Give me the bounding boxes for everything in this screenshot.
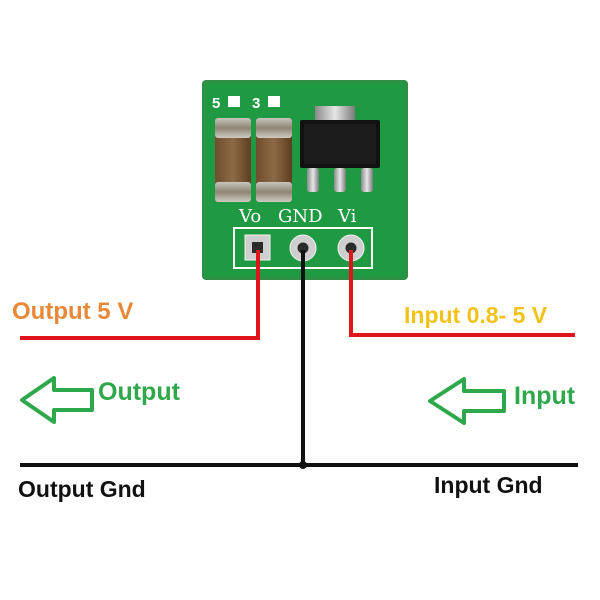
- pin-label-vi: Vi: [337, 206, 357, 227]
- input-gnd-label: Input Gnd: [434, 472, 543, 498]
- pcb-board: 5 3 Vo GND Vi: [202, 80, 408, 280]
- input-arrow-icon: [428, 377, 506, 425]
- output-voltage-label: Output 5 V: [12, 298, 134, 325]
- output-wire: [20, 250, 260, 340]
- pin-label-vo: Vo: [238, 206, 261, 227]
- output-gnd-label: Output Gnd: [18, 476, 146, 502]
- ground-junction: [299, 461, 307, 469]
- silkscreen-mark-5: 5: [212, 95, 220, 112]
- silkscreen-mark-3: 3: [252, 95, 260, 112]
- output-direction-label: Output: [98, 378, 180, 406]
- pad-gnd: [289, 234, 317, 262]
- input-direction-label: Input: [514, 382, 576, 410]
- input-wire: [349, 250, 575, 337]
- silkscreen-square-1: [228, 96, 240, 107]
- silkscreen-square-2: [268, 96, 280, 107]
- pin-label-gnd: GND: [278, 206, 323, 227]
- capacitor-left: [215, 118, 251, 202]
- capacitor-right: [256, 118, 292, 202]
- regulator-chip: [300, 106, 380, 192]
- input-voltage-label: Input 0.8- 5 V: [404, 302, 548, 328]
- output-arrow-icon: [20, 376, 94, 424]
